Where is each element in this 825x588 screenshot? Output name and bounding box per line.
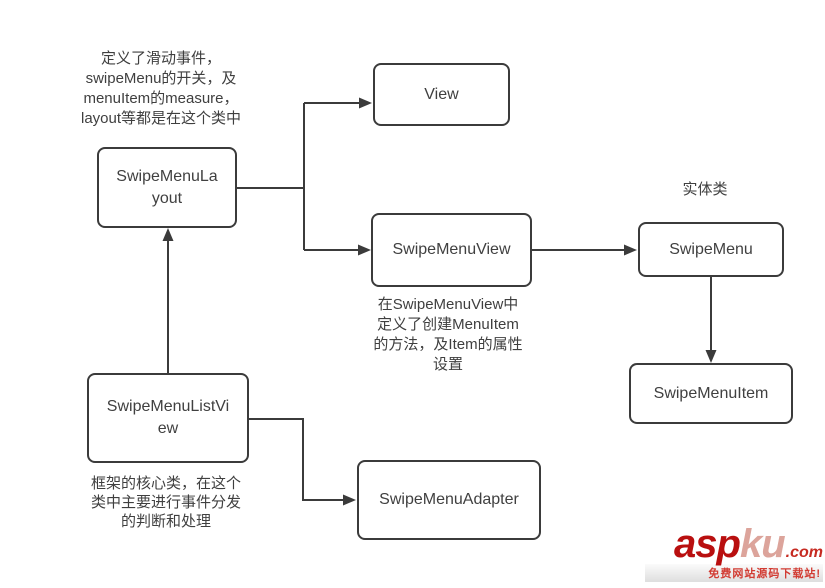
node-swipemenuadapter: SwipeMenuAdapter [357, 460, 541, 540]
node-swipemenuview: SwipeMenuView [371, 213, 532, 287]
brand-logo-ku: ku [739, 522, 786, 566]
arrowhead-to-swipemenuadapter [343, 494, 356, 506]
note-swipemenulayout-description: 定义了滑动事件， swipeMenu的开关，及 menuItem的measure… [80, 50, 242, 127]
node-swipemenulistview: SwipeMenuListVi ew [87, 373, 249, 463]
arrowhead-to-view [359, 97, 372, 109]
edge-swipemenuview-to-swipemenu [532, 244, 637, 256]
edge-swipemenu-to-swipemenuitem [705, 277, 717, 363]
node-swipemenuitem: SwipeMenuItem [629, 363, 793, 424]
note-swipemenulistview-description: 框架的核心类，在这个 类中主要进行事件分发 的判断和处理 [90, 475, 241, 530]
brand-logo-com: .com [785, 544, 823, 561]
brand-logo-asp: asp [674, 522, 741, 566]
note-swipemenuview-description: 在SwipeMenuView中 定义了创建MenuItem 的方法，及Item的… [373, 296, 523, 373]
node-swipemenu: SwipeMenu [638, 222, 784, 277]
arrowhead-to-swipemenu [624, 244, 637, 256]
arrowhead-to-swipemenuitem [705, 350, 717, 363]
arrowhead-to-swipemenulayout [162, 228, 174, 241]
edge-swipemenulistview-to-swipemenulayout [162, 228, 174, 373]
label-entity-class: 实体类 [682, 181, 728, 198]
arrowhead-to-swipemenuview [358, 244, 371, 256]
node-swipemenulayout: SwipeMenuLa yout [97, 147, 237, 228]
node-view: View [373, 63, 510, 126]
brand-tagline: 免费网站源码下载站! [645, 564, 823, 582]
